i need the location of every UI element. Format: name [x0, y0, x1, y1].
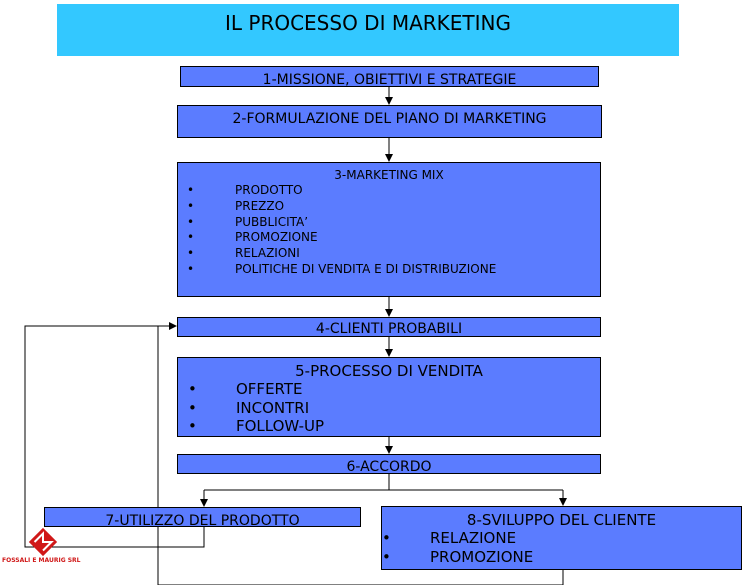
step-6-label: 6-ACCORDO	[346, 459, 432, 475]
step-5-item: OFFERTE	[188, 380, 600, 399]
step-1-label: 1-MISSIONE, OBIETTIVI E STRATEGIE	[262, 72, 517, 88]
step-8-item: RELAZIONE	[382, 529, 741, 548]
step-8-label: 8-SVILUPPO DEL CLIENTE	[466, 511, 657, 529]
step-8-item: PROMOZIONE	[382, 548, 741, 567]
step-8-list: RELAZIONE PROMOZIONE	[382, 529, 741, 567]
step-6-box: 6-ACCORDO	[177, 454, 601, 475]
step-3-item: PUBBLICITA’	[187, 215, 600, 231]
step-3-item: POLITICHE DI VENDITA E DI DISTRIBUZIONE	[187, 262, 600, 278]
step-5-box: 5-PROCESSO DI VENDITA OFFERTE INCONTRI F…	[177, 357, 601, 437]
step-3-item: PRODOTTO	[187, 183, 600, 199]
step-4-label: 4-CLIENTI PROBABILI	[315, 321, 463, 337]
step-7-box: 7-UTILIZZO DEL PRODOTTO	[44, 507, 361, 529]
step-4-box: 4-CLIENTI PROBABILI	[177, 317, 601, 337]
company-logo-icon	[28, 527, 58, 557]
feedback-loop-8-4	[157, 326, 564, 585]
step-2-label: 2-FORMULAZIONE DEL PIANO DI MARKETING	[232, 111, 547, 127]
step-2-box: 2-FORMULAZIONE DEL PIANO DI MARKETING	[177, 105, 602, 138]
step-5-item: FOLLOW-UP	[188, 417, 600, 436]
company-logo-text: FOSSALI E MAURIG SRL	[2, 557, 81, 564]
step-3-item: PREZZO	[187, 199, 600, 215]
step-3-list: PRODOTTO PREZZO PUBBLICITA’ PROMOZIONE R…	[187, 183, 600, 278]
feedback-loop-7-4	[24, 322, 205, 548]
step-3-box: 3-MARKETING MIX PRODOTTO PREZZO PUBBLICI…	[177, 162, 601, 297]
step-1-box: 1-MISSIONE, OBIETTIVI E STRATEGIE	[180, 66, 599, 88]
step-5-label: 5-PROCESSO DI VENDITA	[295, 362, 483, 380]
step-3-label: 3-MARKETING MIX	[334, 168, 444, 182]
step-3-item: RELAZIONI	[187, 246, 600, 262]
diagram-title: IL PROCESSO DI MARKETING	[57, 4, 679, 56]
step-5-list: OFFERTE INCONTRI FOLLOW-UP	[188, 380, 600, 436]
step-5-item: INCONTRI	[188, 399, 600, 418]
step-8-box: 8-SVILUPPO DEL CLIENTE RELAZIONE PROMOZI…	[381, 506, 742, 570]
step-7-label: 7-UTILIZZO DEL PRODOTTO	[105, 513, 300, 529]
step-3-item: PROMOZIONE	[187, 230, 600, 246]
